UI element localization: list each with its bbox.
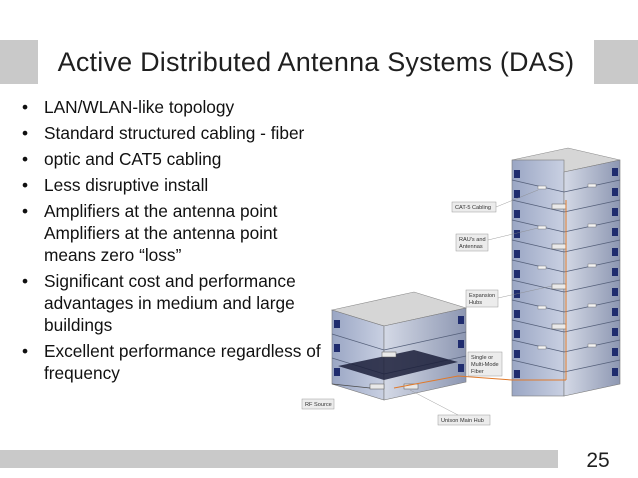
bullet-item: • Excellent performance regardless of fre…: [22, 340, 327, 384]
bullet-item: • Standard structured cabling - fiber: [22, 122, 327, 144]
label-fiber-line1: Single or: [471, 355, 493, 361]
title-box: Active Distributed Antenna Systems (DAS): [38, 40, 594, 84]
bullet-item: • Less disruptive install: [22, 174, 327, 196]
label-exp-line1: Expansion: [469, 293, 495, 299]
bullet-text: optic and CAT5 cabling: [44, 149, 222, 169]
bullet-text: Less disruptive install: [44, 175, 209, 195]
label-exp-line2: Hubs: [469, 300, 482, 306]
label-expansion: Expansion Hubs: [465, 285, 553, 308]
bullet-dot-icon: •: [22, 97, 29, 117]
page-number-box: 25: [558, 444, 638, 478]
bullet-item: • Amplifiers at the antenna point Amplifi…: [22, 200, 327, 266]
bullet-dot-icon: •: [22, 341, 29, 361]
label-cat5: CAT-5 Cabling: [451, 189, 539, 213]
short-building: [330, 291, 566, 401]
bullet-text: LAN/WLAN-like topology: [44, 97, 235, 117]
bullet-text: Amplifiers at the antenna point Amplifie…: [44, 201, 278, 265]
label-rau-line1: RAU's and: [459, 237, 486, 243]
bullet-dot-icon: •: [22, 201, 29, 221]
bullet-item: • LAN/WLAN-like topology: [22, 96, 327, 118]
bullet-text: Significant cost and performance advanta…: [44, 271, 296, 335]
label-rf-source-text: RF Source: [305, 402, 332, 408]
slide-title: Active Distributed Antenna Systems (DAS): [57, 46, 575, 77]
label-main-hub: Unison Main Hub: [409, 389, 491, 426]
footer-band: [0, 450, 638, 468]
label-rau-line2: Antennas: [459, 244, 483, 250]
label-main-hub-text: Unison Main Hub: [441, 418, 484, 424]
label-rf-source: RF Source: [301, 398, 335, 410]
tall-building: [511, 147, 621, 397]
page-number: 25: [586, 449, 610, 472]
bullet-dot-icon: •: [22, 175, 29, 195]
label-rau: RAU's and Antennas: [455, 227, 539, 252]
bullet-dot-icon: •: [22, 149, 29, 169]
bullet-item: • Significant cost and performance advant…: [22, 270, 327, 336]
label-fiber-line2: Multi-Mode: [471, 362, 499, 368]
bullet-item: • optic and CAT5 cabling: [22, 148, 327, 170]
bullet-dot-icon: •: [22, 123, 29, 143]
label-fiber: Single or Multi-Mode Fiber: [467, 351, 503, 377]
bullet-list: • LAN/WLAN-like topology • Standard struct…: [22, 96, 327, 388]
bullet-dot-icon: •: [22, 271, 29, 291]
bullet-text: Standard structured cabling - fiber: [44, 123, 305, 143]
label-cat5-text: CAT-5 Cabling: [455, 205, 491, 211]
label-fiber-line3: Fiber: [471, 369, 484, 375]
bullet-text: Excellent performance regardless of freq…: [44, 341, 321, 383]
das-building-diagram: CAT-5 Cabling RAU's and Antennas Expansi…: [301, 147, 621, 426]
